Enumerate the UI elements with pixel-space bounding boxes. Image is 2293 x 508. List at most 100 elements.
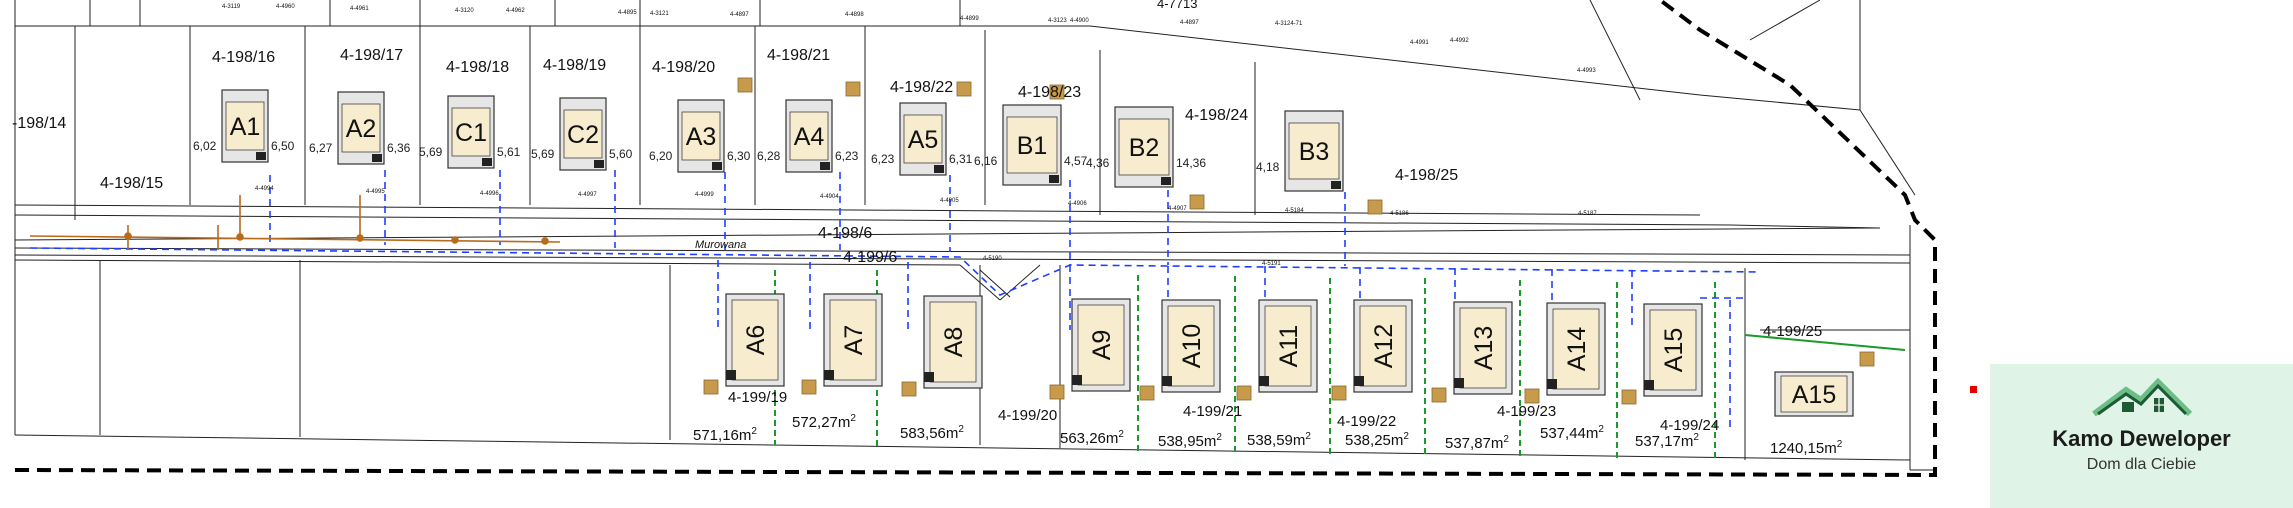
house-label: B3 <box>1299 138 1330 166</box>
street-name: Murowana <box>695 239 746 251</box>
tree-icon <box>1049 384 1065 400</box>
parcel-label: 4-198/24 <box>1185 107 1248 124</box>
reference-number: 4-4899 <box>960 16 979 22</box>
green-separators <box>774 270 1906 459</box>
tree-icon <box>1431 387 1447 403</box>
plot-area: 583,56m2 <box>900 424 964 442</box>
house-bottom: A9 <box>1049 298 1131 400</box>
brand-name: Kamo Deweloper <box>2052 426 2231 451</box>
reference-number: 4-4962 <box>506 8 525 14</box>
reference-number: 4-4900 <box>1070 18 1089 24</box>
house-label: B1 <box>1017 132 1048 160</box>
sewer-lines <box>29 170 1761 430</box>
parcel-label: 4-199/22 <box>1337 413 1396 430</box>
brand-logo: Kamo Deweloper Dom dla Ciebie <box>1990 364 2293 508</box>
tree-icon <box>1189 194 1205 210</box>
tree-icon <box>703 379 719 395</box>
plot-area: 571,16m2 <box>693 426 757 444</box>
house-label: A14 <box>1563 327 1591 372</box>
house-bottom: A11 <box>1236 299 1318 401</box>
house-bottom: A15 <box>1621 303 1703 405</box>
tree-icon <box>1524 388 1540 404</box>
parcel-label: 4-198/22 <box>890 79 953 96</box>
house-bottom: A13 <box>1431 301 1513 403</box>
tree-icon <box>956 81 972 97</box>
tree-icon <box>737 77 753 93</box>
parcel-label: 4-199/21 <box>1183 403 1242 420</box>
reference-number: 4-5184 <box>1285 208 1304 214</box>
dimension-label: 4,18 <box>1256 160 1280 174</box>
reference-number: 4-4997 <box>578 192 597 198</box>
reference-number: 4-5186 <box>1390 211 1409 217</box>
plot-area: 538,25m2 <box>1345 431 1409 449</box>
house-label: A6 <box>742 325 770 356</box>
road-parcel-label: 4-199/6 <box>843 249 897 266</box>
parcel-labels-bottom: 4-199/19 4-199/20 4-199/21 4-199/22 4-19… <box>728 323 1822 434</box>
parcel-label: 4-198/20 <box>652 59 715 76</box>
house-roof-logo-icon <box>2092 377 2193 417</box>
parcel-label: 4-198/25 <box>1395 167 1458 184</box>
dimension-label: 6,20 <box>649 149 673 163</box>
parcel-label: 4-199/23 <box>1497 403 1556 420</box>
dimension-label: 6,28 <box>757 149 781 163</box>
house-bottom: A6 <box>703 293 785 395</box>
house-label: A15 <box>1792 381 1836 409</box>
marker-dot <box>1970 386 1977 393</box>
parcel-label: 4-199/20 <box>998 407 1057 424</box>
dimension-label: 6,30 <box>727 149 751 163</box>
parcel-label: 4-198/23 <box>1018 84 1081 101</box>
house-label: A13 <box>1470 326 1498 370</box>
house-label: A2 <box>346 115 377 143</box>
dimension-label: 6,31 <box>949 152 973 166</box>
reference-number: 4-4906 <box>1068 201 1087 207</box>
parcel-label: 4-198/19 <box>543 57 606 74</box>
plot-area: 572,27m2 <box>792 413 856 431</box>
plot-area: 538,59m2 <box>1247 431 1311 449</box>
house-bottom: A7 <box>801 293 883 395</box>
tree-icon <box>801 379 817 395</box>
outer-boundary-dashed <box>14 0 1937 478</box>
reference-number: 4-3123 <box>1048 18 1067 24</box>
reference-number: 4-3124-71 <box>1275 21 1303 27</box>
parcel-label: 4-198/16 <box>212 49 275 66</box>
house-bottom: A8 <box>901 295 983 397</box>
plot-area: 1240,15m2 <box>1770 439 1843 457</box>
house-label: C1 <box>455 119 487 147</box>
tree-icon <box>1859 351 1875 367</box>
parcel-label: 4-199/25 <box>1763 323 1822 340</box>
reference-number: 4-4994 <box>255 186 274 192</box>
house-label: A10 <box>1178 324 1206 368</box>
dimension-label: 6,23 <box>871 152 895 166</box>
tree-icon <box>1049 84 1065 100</box>
dimension-label: 6,50 <box>271 139 295 153</box>
top-right-ref: 4-7713 <box>1157 0 1197 11</box>
house-bottom: A12 <box>1331 299 1413 401</box>
dimension-label: 5,69 <box>419 145 443 159</box>
parcel-label: 4-198/17 <box>340 47 403 64</box>
reference-number: 4-4992 <box>1450 38 1469 44</box>
house-label: B2 <box>1129 134 1160 162</box>
reference-number: 4-5187 <box>1578 211 1597 217</box>
reference-number: 4-4996 <box>480 191 499 197</box>
house-label: A11 <box>1275 325 1303 368</box>
house-label: A9 <box>1088 330 1116 361</box>
house-label: A4 <box>794 123 825 151</box>
gas-line <box>29 195 561 250</box>
reference-number: 4-4993 <box>1577 68 1596 74</box>
reference-number: 4-4904 <box>820 194 839 200</box>
reference-number: 4-4897 <box>730 12 749 18</box>
dimension-label: 6,23 <box>835 149 859 163</box>
dimension-label: 5,60 <box>609 147 633 161</box>
dimension-label: 4,36 <box>1086 156 1110 170</box>
brand-tagline: Dom dla Ciebie <box>2086 456 2197 473</box>
plot-area: 538,95m2 <box>1158 432 1222 450</box>
reference-number: 4-4898 <box>845 12 864 18</box>
parcel-labels-top: -198/14 4-198/15 4-198/16 4-198/17 4-198… <box>12 47 1458 192</box>
